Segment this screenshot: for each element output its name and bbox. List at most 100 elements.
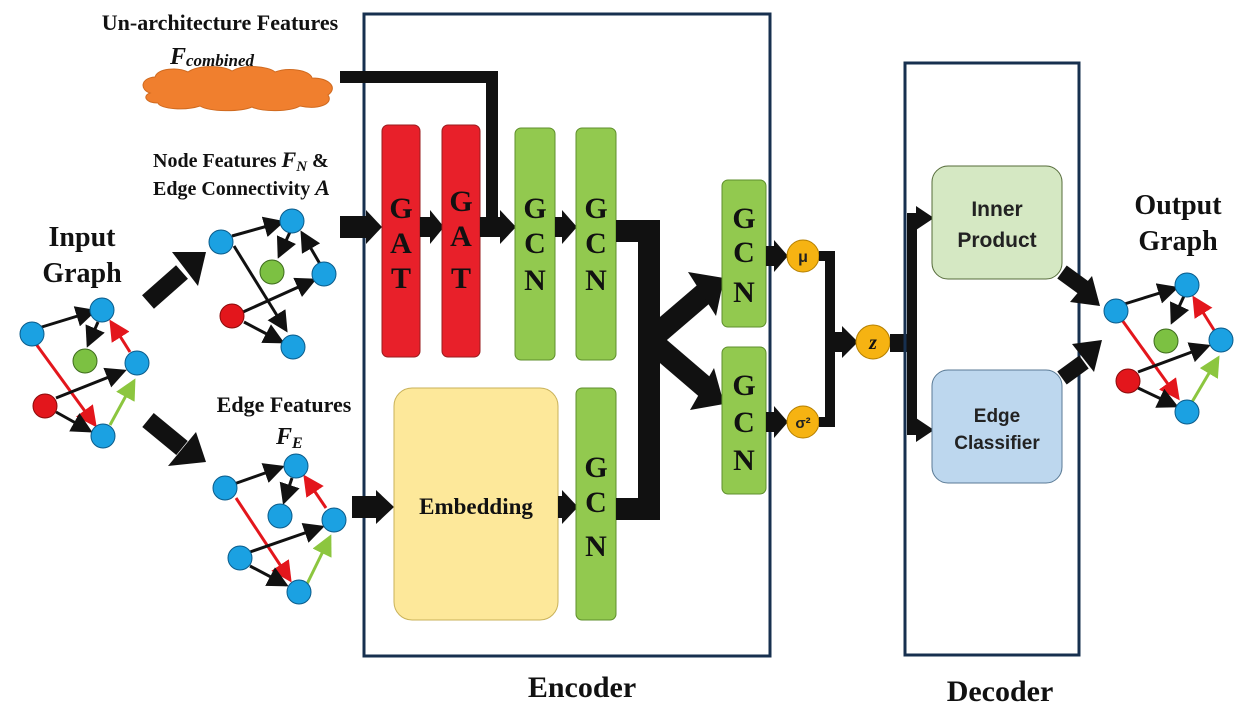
gcn-block-2-letter-c: C (585, 227, 607, 260)
gat-block-2: G A T (441, 124, 481, 358)
edge-classifier-label-line2: Classifier (954, 433, 1040, 454)
f-combined-label: Fcombined (169, 44, 255, 70)
merge-and-split-connector (616, 220, 724, 520)
gcn-sigma-letter-n: N (733, 444, 755, 477)
sigma-label: σ² (795, 415, 810, 432)
node-features-graph-node (280, 334, 306, 360)
node-features-label: Node Features FN & (153, 147, 329, 175)
decoder-label: Decoder (947, 675, 1054, 703)
gat-block-1: G A T (381, 124, 421, 358)
output-graph-node (1174, 399, 1200, 425)
output-graph-node (1103, 298, 1129, 324)
node-features-graph-node (219, 303, 245, 329)
gcn-mu-letter-c: C (733, 236, 755, 269)
input-graph-node (90, 423, 116, 449)
gat-block-2-letter-a: A (450, 220, 472, 253)
gcn-block-sigma: G C N (721, 346, 767, 495)
un-architecture-features-label: Un-architecture Features (102, 10, 339, 35)
input-graph-node (32, 393, 58, 419)
reparameterization-connector (819, 251, 858, 427)
gat-block-2-letter-g: G (449, 185, 472, 218)
gat-block-2-letter-t: T (451, 262, 471, 295)
arrow-embedding-to-gcn3 (558, 490, 578, 524)
arrow-gcn-to-mu (766, 240, 788, 272)
node-features-graph-node (259, 259, 285, 285)
gcn-block-mu: G C N (721, 179, 767, 328)
input-graph-node (124, 350, 150, 376)
z-label: z (868, 332, 877, 354)
gcn-block-2-letter-g: G (584, 192, 607, 225)
edge-features-graph-node (283, 453, 309, 479)
mu-label: μ (798, 249, 808, 266)
gcn-block-3-letter-g: G (584, 451, 607, 484)
inner-product-label-line1: Inner (971, 198, 1022, 221)
arrow-node-features-to-gat (340, 210, 382, 244)
mu-node: μ (786, 239, 820, 273)
sigma-node: σ² (786, 405, 820, 439)
node-features-graph-node (208, 229, 234, 255)
edge-features-graph-node (267, 503, 293, 529)
input-graph-node (89, 297, 115, 323)
embedding-block: Embedding (393, 387, 559, 621)
flow-arrow-input-to-node-graph (142, 252, 206, 309)
gat-block-1-letter-a: A (390, 227, 412, 260)
gcn-block-3-letter-n: N (585, 530, 607, 563)
encoder-box (362, 12, 772, 658)
inner-product-block: Inner Product (931, 165, 1063, 280)
output-graph-node (1153, 328, 1179, 354)
gcn-block-1-letter-c: C (524, 227, 546, 260)
edge-features-graph-node (227, 545, 253, 571)
gcn-mu-letter-n: N (733, 276, 755, 309)
gcn-block-1-letter-n: N (524, 264, 546, 297)
edge-features-graph-node (286, 579, 312, 605)
node-features-graph (208, 208, 337, 360)
arrow-gcn1-to-gcn2 (555, 210, 577, 244)
edge-features-var-label: FE (275, 424, 303, 452)
z-to-decoder-connector (890, 206, 934, 442)
gat-block-1-letter-t: T (391, 262, 411, 295)
embedding-label: Embedding (419, 494, 533, 519)
gcn-block-2: G C N (575, 127, 617, 361)
gcn-block-2-letter-n: N (585, 264, 607, 297)
input-graph-node (72, 348, 98, 374)
input-graph-node (19, 321, 45, 347)
arrow-gat1-to-gat2 (420, 210, 444, 244)
edge-connectivity-label: Edge Connectivity A (153, 175, 330, 200)
un-architecture-features-cloud (142, 66, 333, 112)
edge-classifier-block: Edge Classifier (931, 369, 1063, 484)
flow-arrow-inner-product-to-output (1057, 265, 1100, 306)
arrow-edge-features-to-embedding (352, 490, 394, 524)
gcn-block-3-letter-c: C (585, 486, 607, 519)
encoder-label: Encoder (528, 671, 636, 703)
output-graph-node (1115, 368, 1141, 394)
node-features-graph-node (311, 261, 337, 287)
gcn-block-1: G C N (514, 127, 556, 361)
flow-arrow-edge-classifier-to-output (1057, 340, 1102, 385)
gcn-mu-letter-g: G (732, 202, 755, 235)
input-graph-label-line2: Graph (42, 258, 122, 289)
edge-features-graph-node (212, 475, 238, 501)
gcn-block-3: G C N (575, 387, 617, 621)
gat-block-1-letter-g: G (389, 192, 412, 225)
edge-features-graph (212, 453, 347, 605)
arrow-gat2-to-gcn1 (480, 210, 516, 244)
decoder-box (903, 61, 1081, 657)
edge-features-graph-node (321, 507, 347, 533)
edge-features-label: Edge Features (217, 392, 352, 417)
gcn-block-1-letter-g: G (523, 192, 546, 225)
output-graph-node (1174, 272, 1200, 298)
input-graph (19, 297, 150, 449)
node-features-graph-node (279, 208, 305, 234)
gcn-sigma-letter-c: C (733, 406, 755, 439)
gcn-sigma-letter-g: G (732, 369, 755, 402)
arrow-gcn-to-sigma (766, 406, 788, 438)
output-graph-label-line2: Graph (1138, 226, 1218, 257)
inner-product-label-line2: Product (957, 229, 1036, 252)
input-graph-label-line1: Input (49, 222, 117, 253)
output-graph-label-line1: Output (1134, 190, 1222, 221)
z-node: z (855, 324, 891, 360)
output-graph (1103, 272, 1234, 425)
output-graph-node (1208, 327, 1234, 353)
combined-features-feed-line (340, 71, 498, 226)
